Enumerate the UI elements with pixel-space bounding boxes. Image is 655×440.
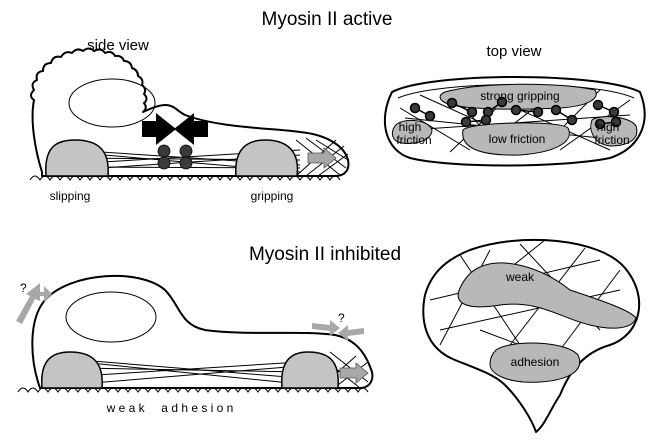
high-friction-left-line2: friction — [396, 133, 431, 147]
question-mark-left: ? — [20, 281, 27, 295]
adhesion-label: adhesion — [511, 355, 560, 369]
adhesion-slipping — [46, 140, 108, 176]
active-top-view: strong gripping low friction high fricti… — [385, 77, 645, 166]
title-myosin-active: Myosin II active — [262, 9, 393, 30]
top-view-label: top view — [486, 43, 541, 60]
inhibited-side-view: ? ? w e a k a d h e s i o n — [16, 276, 372, 415]
low-friction-label: low friction — [489, 132, 546, 146]
contraction-arrow-left — [142, 113, 176, 145]
high-friction-right-line1: high — [597, 120, 620, 134]
nucleus-active — [69, 79, 155, 127]
stress-fibers-inhibited — [80, 360, 300, 384]
high-friction-right-line2: friction — [594, 133, 629, 147]
inhibited-top-view: weak adhesion — [423, 240, 639, 432]
adhesion-left-inhibited — [42, 352, 102, 388]
protrusion-arrow-active — [308, 148, 336, 168]
nucleus-inhibited — [66, 292, 156, 342]
side-view-label: side view — [87, 37, 149, 54]
gripping-label: gripping — [251, 189, 294, 203]
title-myosin-inhibited: Myosin II inhibited — [249, 244, 401, 265]
active-side-view: slipping gripping — [30, 49, 348, 204]
contraction-arrow-right — [174, 113, 208, 145]
question-mark-right: ? — [338, 311, 345, 325]
weak-adhesion-label: w e a k a d h e s i o n — [106, 401, 234, 415]
adhesion-right-inhibited — [282, 352, 339, 388]
adhesion-gripping — [236, 140, 298, 176]
high-friction-left-line1: high — [399, 120, 422, 134]
strong-gripping-label: strong gripping — [480, 89, 559, 103]
slipping-label: slipping — [50, 189, 91, 203]
weak-label: weak — [505, 270, 535, 284]
